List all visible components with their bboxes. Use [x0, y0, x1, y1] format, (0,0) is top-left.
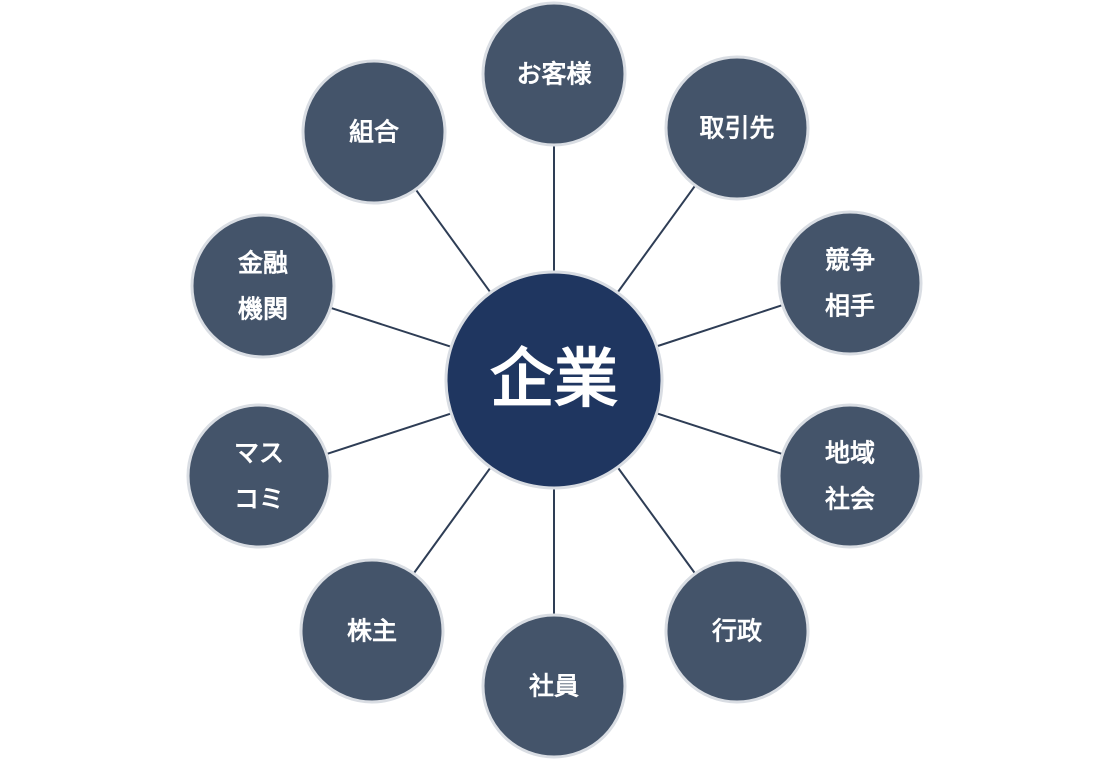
- node-circle-shain: [481, 613, 627, 759]
- node-circle-kabunushi: [299, 558, 445, 704]
- center-label: 企業: [490, 343, 618, 417]
- connector-gyosei: [616, 466, 696, 575]
- connector-lines: [326, 145, 783, 615]
- node-gyosei: 行政: [664, 558, 810, 704]
- node-label-masukomi-line-2: コミ: [234, 485, 284, 514]
- node-label-gyosei: 行政: [711, 617, 763, 646]
- connector-kabunushi: [412, 466, 492, 575]
- node-circle-torihikisaki: [664, 55, 810, 201]
- center-node-company: 企業: [444, 270, 664, 490]
- node-kabunushi: 株主: [299, 558, 445, 704]
- node-shain: 社員: [481, 613, 627, 759]
- node-circle-chiiki-shakai: [777, 403, 923, 549]
- node-label-chiiki-shakai-line-1: 地域: [825, 439, 875, 468]
- node-label-masukomi-line-1: マス: [234, 439, 284, 468]
- connector-masukomi: [326, 412, 452, 455]
- node-label-kinyu-kikan-line-1: 金融: [237, 249, 288, 278]
- node-label-kinyu-kikan-line-2: 機関: [238, 295, 288, 324]
- node-torihikisaki: 取引先: [664, 55, 810, 201]
- node-label-kyoso-aite-line-2: 相手: [825, 292, 875, 321]
- node-label-kyoso-aite-line-1: 競争: [825, 246, 875, 275]
- node-okyakusama: お客様: [481, 1, 627, 147]
- center-circle: [444, 270, 664, 490]
- node-label-kabunushi: 株主: [347, 617, 397, 646]
- node-label-chiiki-shakai-line-2: 社会: [825, 485, 875, 514]
- node-circle-kinyu-kikan: [190, 213, 336, 359]
- connector-kumiai: [414, 188, 492, 294]
- node-kumiai: 組合: [301, 59, 447, 205]
- node-circle-gyosei: [664, 558, 810, 704]
- node-circle-kyoso-aite: [777, 210, 923, 356]
- node-label-shain: 社員: [529, 672, 579, 701]
- node-label-okyakusama: お客様: [516, 60, 592, 89]
- node-circle-okyakusama: [481, 1, 627, 147]
- node-label-torihikisaki: 取引先: [699, 114, 774, 143]
- node-circle-kumiai: [301, 59, 447, 205]
- node-circle-masukomi: [186, 403, 332, 549]
- connector-kyoso-aite: [656, 304, 783, 348]
- node-label-kumiai: 組合: [349, 118, 400, 147]
- connector-kinyu-kikan: [330, 306, 452, 348]
- connector-chiiki-shakai: [656, 412, 783, 456]
- connector-torihikisaki: [616, 184, 697, 294]
